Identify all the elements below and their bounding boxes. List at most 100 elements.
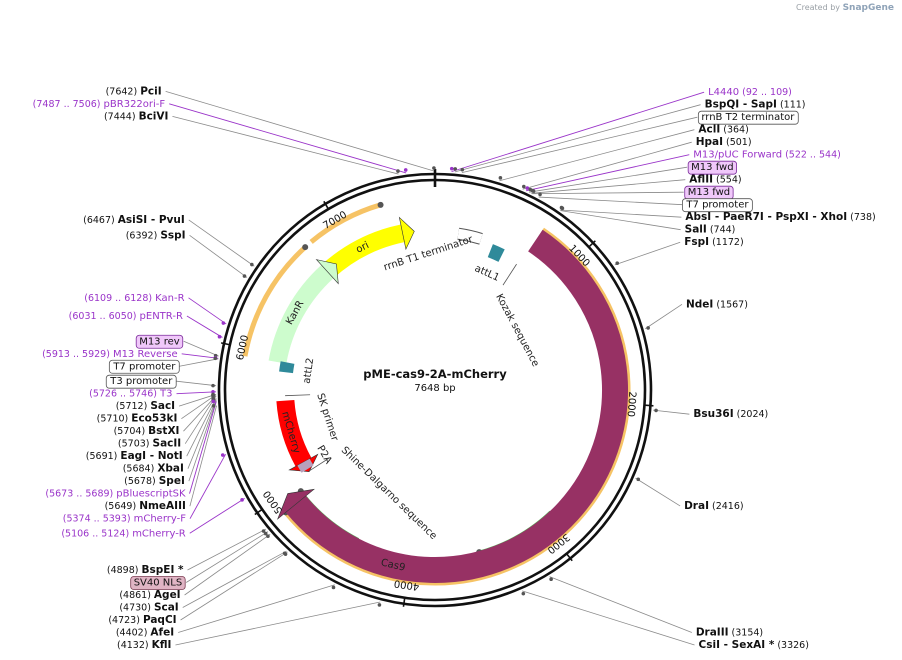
site-bspei[interactable]: (4898) BspEI * (107, 528, 267, 576)
site-pos: (4730) (119, 603, 154, 614)
site-name: T3 (159, 389, 172, 400)
site-pos: (364) (720, 125, 749, 136)
site-m13puc[interactable]: M13/pUC Forward (522 .. 544) (525, 150, 841, 192)
site-mcherryr[interactable]: (5106 .. 5124) mCherry-R (61, 497, 245, 539)
site-m13reverse[interactable]: (5913 .. 5929) M13 Reverse (42, 349, 219, 360)
feature-p2a (297, 458, 314, 473)
site-t7prom2[interactable]: T3 promoter (105, 374, 217, 389)
site-sspi[interactable]: (6392) SspI (126, 229, 248, 278)
site-pos: (5703) (118, 439, 153, 450)
site-afei[interactable]: (4402) AfeI (116, 584, 336, 639)
site-leader (184, 533, 271, 596)
site-leader (181, 353, 219, 359)
site-l4440[interactable]: L4440 (92 .. 109) (449, 87, 792, 173)
feature-shine-dalgarno-sequence-leader (308, 457, 331, 472)
site-acli[interactable]: AclI (364) (498, 124, 749, 182)
site-eagi[interactable]: (5691) EagI - NotI (86, 396, 217, 462)
site-pos: (1172) (709, 237, 744, 248)
site-csii[interactable]: CsiI - SexAI * (3326) (521, 590, 809, 651)
site-marker (538, 192, 542, 197)
site-m13fwd2[interactable]: M13 fwd (531, 185, 734, 200)
site-kanr-p[interactable]: (6109 .. 6128) Kan-R (84, 293, 227, 325)
site-pcii[interactable]: (7642) PciI (106, 85, 436, 172)
site-label: SalI (744) (685, 224, 736, 236)
site-nmeaiii[interactable]: (5649) NmeAIII (105, 404, 217, 512)
site-hpai[interactable]: HpaI (501) (522, 136, 752, 190)
site-label: AbsI - PaeR7I - PspXI - XhoI (738) (685, 211, 875, 223)
site-leader (179, 358, 219, 367)
site-label: M13/pUC Forward (522 .. 544) (693, 150, 841, 161)
site-pentrr[interactable]: (6031 .. 6050) pENTR-R (69, 311, 223, 339)
site-name: T7 promoter (685, 200, 749, 211)
site-leader (172, 115, 399, 175)
site-pos: (5684) (123, 464, 158, 475)
site-pos: (6392) (126, 230, 161, 241)
site-name: SspI (160, 229, 185, 241)
site-sali[interactable]: SalI (744) (560, 206, 736, 236)
feature-kanr-arrowhead (315, 259, 339, 285)
site-paqci[interactable]: (4723) PaqCI (108, 551, 288, 626)
site-sv40[interactable]: SV40 NLS (130, 531, 269, 590)
site-marker (460, 167, 465, 172)
site-pbsk[interactable]: (5673 .. 5689) pBluescriptSK (45, 399, 217, 500)
site-pos: (5913 .. 5929) (42, 349, 113, 360)
site-pos: (5673 .. 5689) (45, 489, 116, 500)
site-drai[interactable]: DraI (2416) (635, 477, 744, 512)
site-spei[interactable]: (5678) SpeI (124, 398, 217, 487)
site-asisi[interactable]: (6467) AsiSI - PvuI (83, 214, 255, 267)
site-box (130, 576, 186, 590)
site-ndei[interactable]: NdeI (1567) (645, 298, 748, 330)
site-label: (4723) PaqCI (108, 614, 176, 626)
site-pos: (2024) (734, 409, 769, 420)
site-pos: (2416) (709, 501, 744, 512)
site-m13fwd1[interactable]: M13 fwd (528, 160, 737, 193)
site-pos: (3326) (774, 640, 809, 651)
site-leader (538, 196, 683, 206)
site-leader (189, 497, 245, 534)
site-fspi[interactable]: FspI (1172) (614, 236, 744, 266)
site-t7prom3[interactable]: T7 promoter (108, 356, 219, 374)
site-pos: (7444) (104, 111, 139, 122)
site-bsu36i[interactable]: Bsu36I (2024) (653, 408, 768, 420)
site-pos: (5712) (116, 401, 151, 412)
site-name: SacII (153, 438, 182, 450)
site-marker (211, 390, 215, 394)
site-t7prom1[interactable]: T7 promoter (538, 192, 753, 213)
site-leader (182, 550, 287, 608)
site-xbai[interactable]: (5684) XbaI (123, 397, 217, 475)
site-name: pBR322ori-F (104, 99, 166, 110)
site-aflii[interactable]: AflII (554) (530, 174, 742, 194)
site-rrnbt2[interactable]: rrnB T2 terminator (460, 110, 799, 174)
site-label: (4898) BspEI * (107, 564, 184, 576)
feature-mcherry (276, 399, 312, 467)
site-draiii[interactable]: DraIII (3154) (549, 576, 763, 639)
site-label: (5726 .. 5746) T3 (89, 389, 172, 400)
site-bspqi[interactable]: BspQI - SapI (111) (453, 99, 806, 173)
site-scai[interactable]: (4730) ScaI (119, 550, 287, 614)
tick-mark (323, 200, 330, 211)
site-name: AflII (689, 174, 713, 186)
site-pbr322[interactable]: (7487 .. 7506) pBR322ori-F (33, 99, 408, 174)
site-t3[interactable]: (5726 .. 5746) T3 (89, 389, 217, 400)
site-label: M13 fwd (688, 187, 730, 198)
site-mcherryf[interactable]: (5374 .. 5393) mCherry-F (63, 453, 227, 525)
site-marker (636, 477, 641, 482)
site-marker (261, 529, 266, 533)
site-kfli[interactable]: (4132) KflI (117, 601, 382, 651)
site-pos: (111) (777, 100, 806, 111)
site-leader (178, 393, 217, 407)
site-label: (5913 .. 5929) M13 Reverse (42, 349, 178, 360)
site-leader (180, 551, 288, 621)
site-tail: - SexAI * (720, 639, 775, 651)
site-leader (451, 91, 705, 173)
site-bcivi[interactable]: (7444) BciVI (104, 110, 400, 175)
site-agei[interactable]: (4861) AgeI (119, 533, 271, 601)
site-label: rrnB T2 terminator (701, 112, 795, 123)
site-name: mCherry-F (134, 514, 187, 525)
site-absi[interactable]: AbsI - PaeR7I - PspXI - XhoI (738) (559, 205, 876, 223)
site-label: (6031 .. 6050) pENTR-R (69, 311, 183, 322)
site-leader (635, 477, 681, 507)
site-marker (211, 383, 215, 388)
site-leader (189, 234, 248, 278)
feature-attl2-label: attL2 (302, 357, 317, 384)
